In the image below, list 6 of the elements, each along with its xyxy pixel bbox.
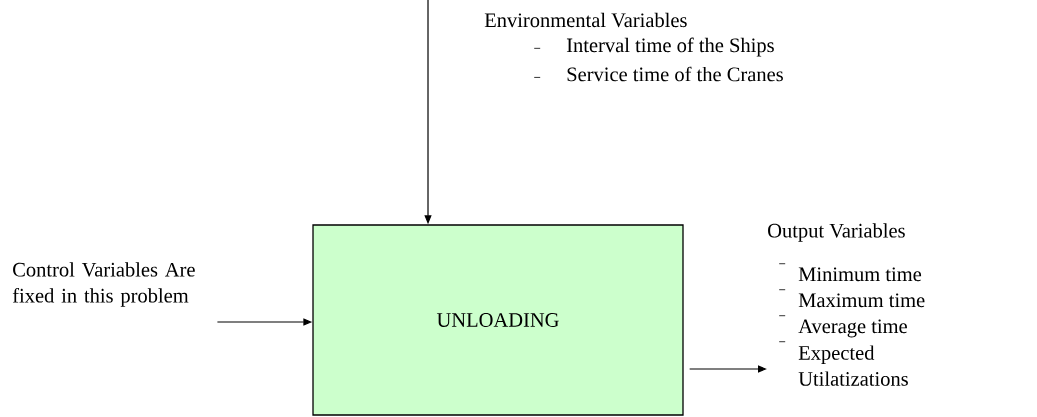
- list-item: Service time of the Cranes: [533, 66, 783, 82]
- list-heading: Environmental Variables: [484, 12, 687, 28]
- input-text: Control Variables Are fixed in this problem: [12, 262, 195, 307]
- output-list: Output Variables Minimum time Maximum time Average time Expected Utilatizations: [768, 223, 925, 386]
- list-item: Interval time of the Ships: [533, 37, 774, 57]
- process-box: UNLOADING: [312, 224, 684, 416]
